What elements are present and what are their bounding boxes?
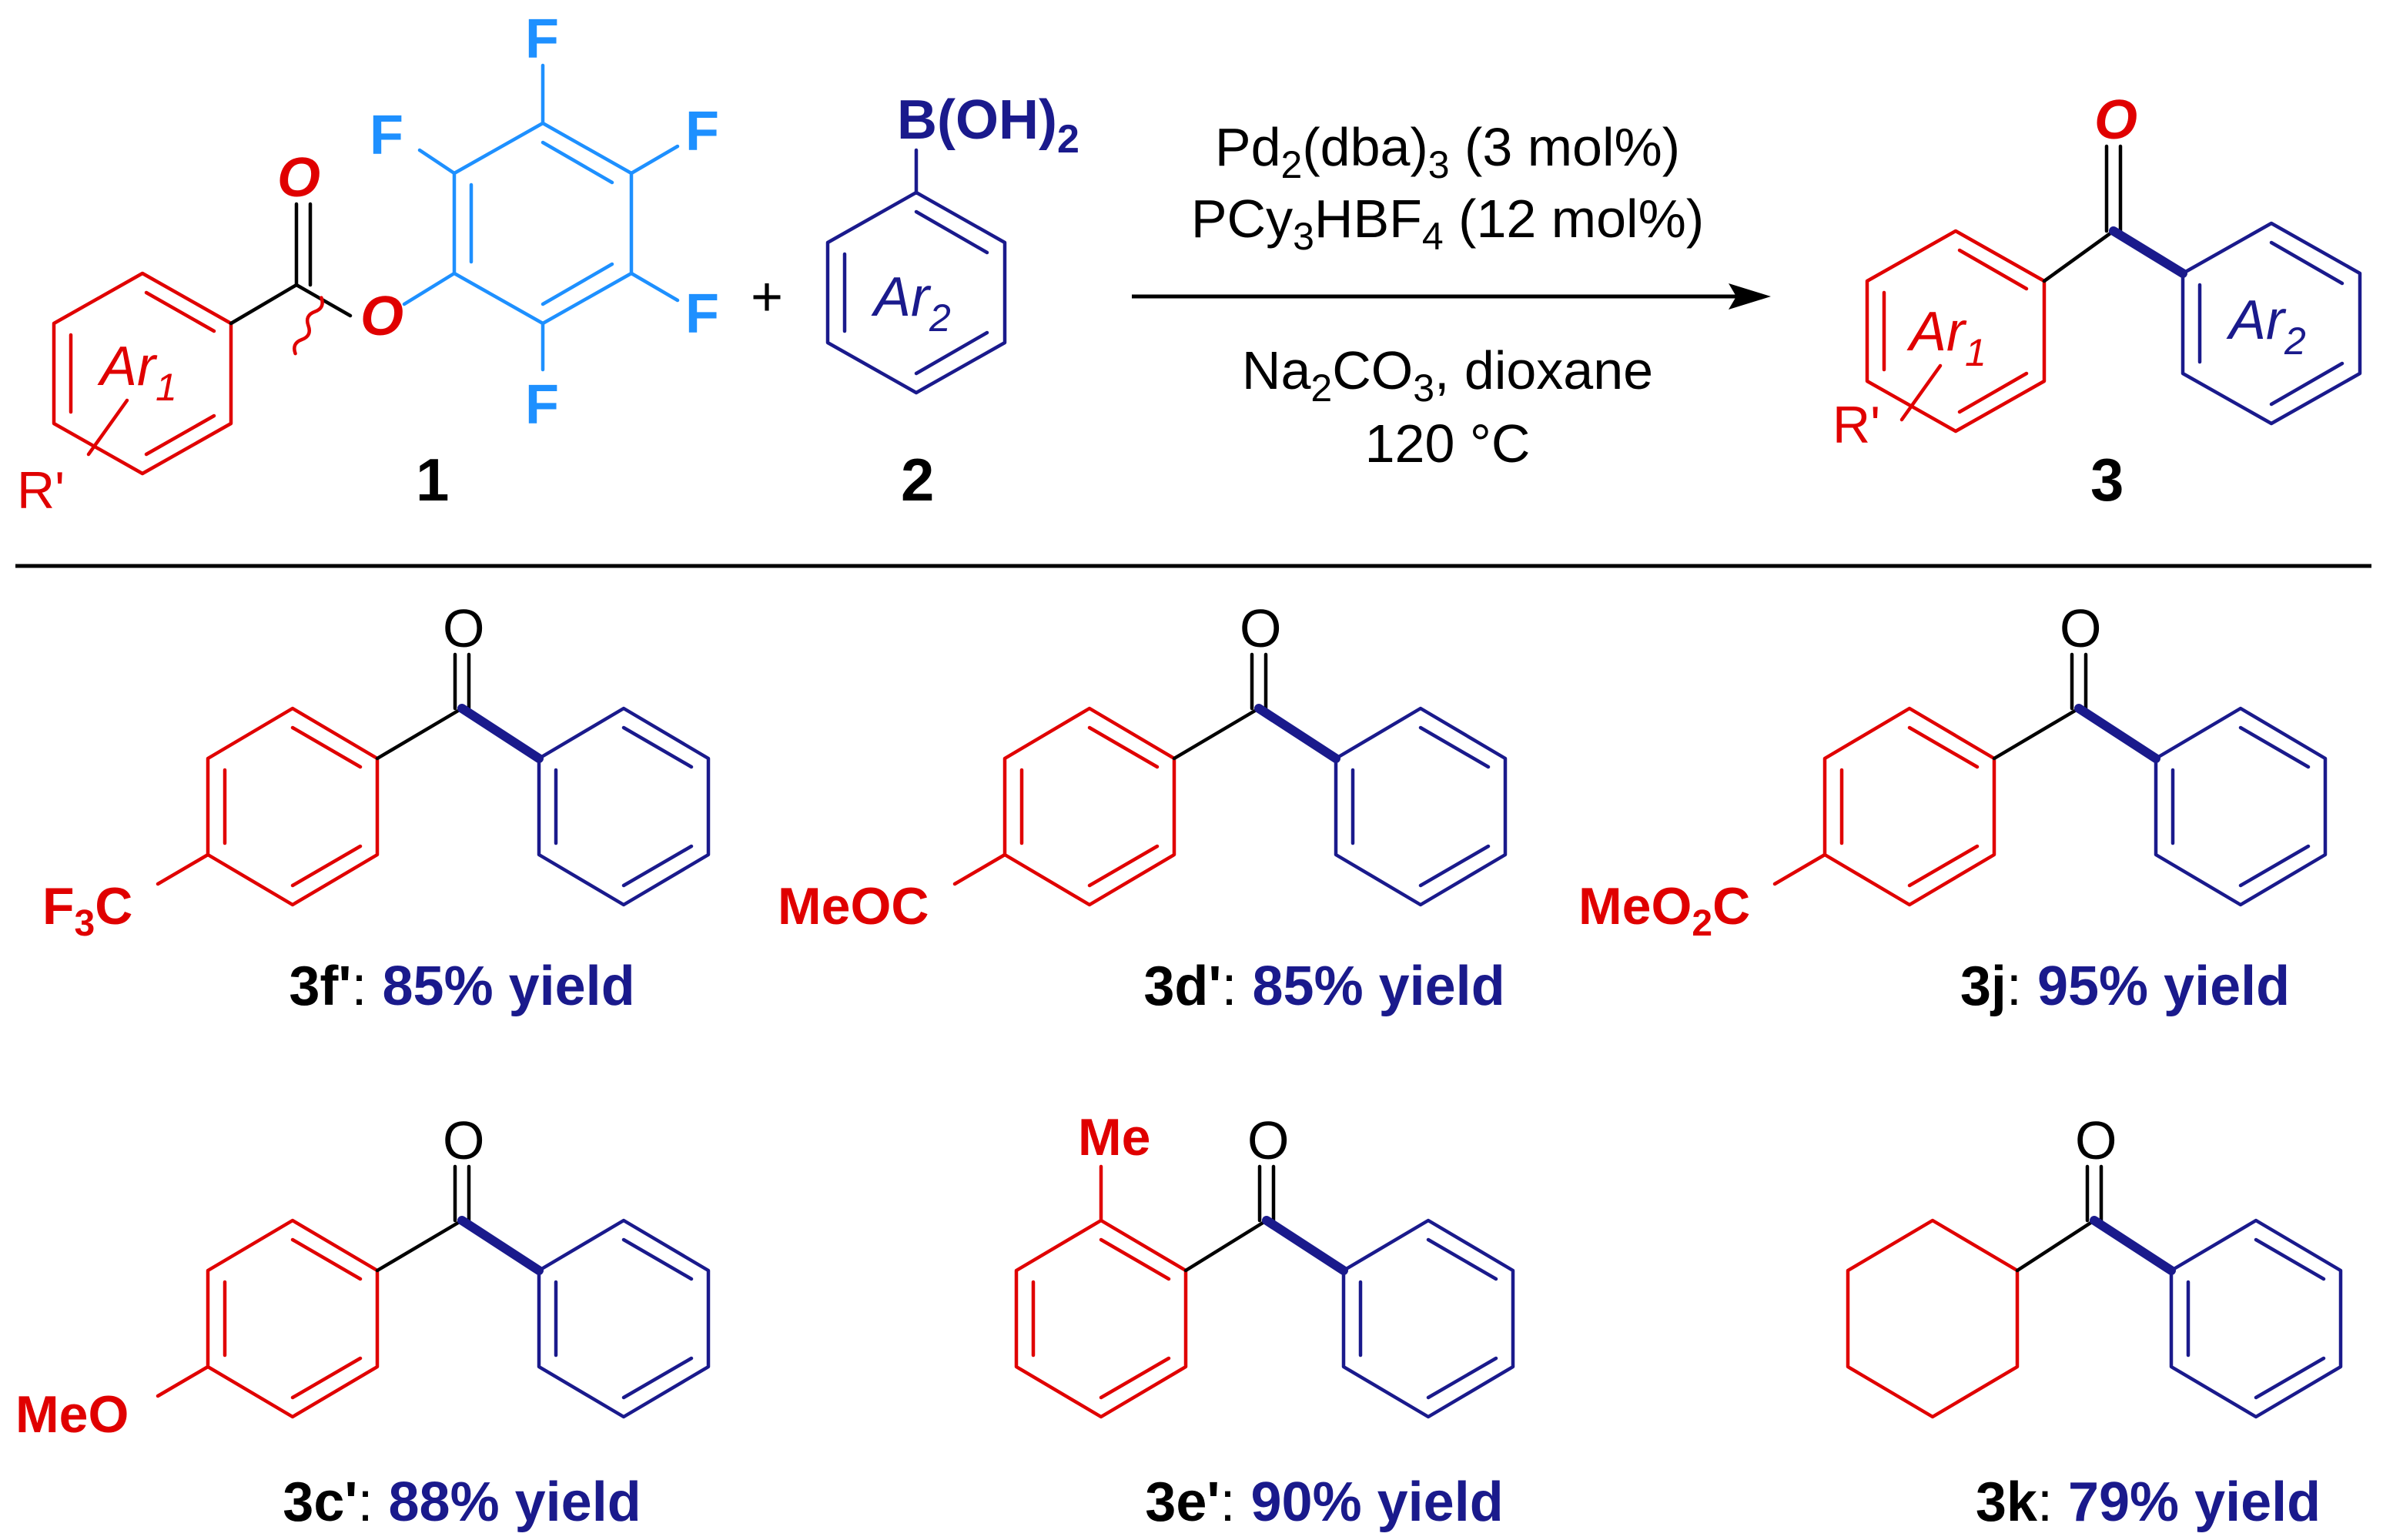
reactant-1-label: 1 [416, 446, 449, 514]
product-3c-substituent: MeO [15, 1385, 129, 1444]
reactant-2-ar2-ring [825, 148, 1007, 395]
product-3j-substituent: MeO2C [1578, 877, 1750, 944]
condition-base-solvent: Na2CO3, dioxane [1242, 340, 1653, 410]
product-3f-structure [156, 652, 711, 907]
fluorine-4: F [685, 283, 719, 345]
product-3-o: O [2094, 89, 2137, 151]
reactant-1-substituent: R' [17, 461, 65, 520]
reactant-2-ring-label: Ar2 [871, 266, 951, 340]
product-3-ar1-label: Ar1 [1906, 301, 1986, 374]
product-3d-structure [952, 652, 1508, 907]
product-3c-o: O [443, 1110, 484, 1170]
product-3e-substituent: Me [1078, 1108, 1150, 1167]
product-3e-structure [1014, 1164, 1515, 1419]
pfp-ring [417, 63, 680, 372]
condition-temperature: 120 °C [1365, 413, 1531, 474]
condition-catalyst: Pd2(dba)3 (3 mol%) [1215, 117, 1680, 186]
condition-ligand: PCy3HBF4 (12 mol%) [1191, 189, 1704, 258]
product-3-label: 3 [2090, 446, 2124, 514]
reactant-1-ester-bonds [229, 202, 353, 356]
product-3c-caption: 3c': 88% yield [283, 1471, 641, 1533]
product-3c-structure [156, 1164, 711, 1419]
reactant-1-ester-o: O [360, 286, 403, 347]
product-3j-o: O [2060, 598, 2101, 658]
product-3k-structure [1846, 1164, 2343, 1419]
reactant-2-label: 2 [901, 446, 934, 514]
boronic-acid-group: B(OH)2 [897, 89, 1079, 162]
plus-sign: + [751, 266, 783, 328]
fluorine-1: F [370, 105, 403, 166]
fluorine-2: F [525, 8, 559, 70]
fluorine-3: F [685, 101, 719, 162]
product-3j-caption: 3j: 95% yield [1960, 956, 2290, 1017]
product-3e-o: O [1247, 1110, 1289, 1170]
product-3-ar2-label: Ar2 [2226, 290, 2306, 363]
product-3f-caption: 3f': 85% yield [289, 956, 634, 1017]
product-3f-o: O [443, 598, 484, 658]
product-3d-caption: 3d': 85% yield [1143, 956, 1504, 1017]
product-3-substituent: R' [1832, 396, 1880, 454]
cleavage-wavy-line [293, 296, 324, 356]
product-3j-structure [1772, 652, 2328, 907]
product-3e-caption: 3e': 90% yield [1145, 1471, 1503, 1533]
product-3d-o: O [1240, 598, 1281, 658]
product-3d-substituent: MeOC [778, 877, 929, 936]
reactant-1-ring-label: Ar1 [97, 336, 177, 409]
reaction-arrow [1132, 283, 1771, 310]
fluorine-5: F [525, 374, 559, 436]
product-3k-caption: 3k: 79% yield [1976, 1471, 2321, 1533]
product-3k-o: O [2075, 1110, 2117, 1170]
reactant-1-carbonyl-o: O [277, 147, 320, 209]
product-3-structure [1865, 144, 2362, 434]
product-3f-substituent: F3C [42, 877, 132, 944]
